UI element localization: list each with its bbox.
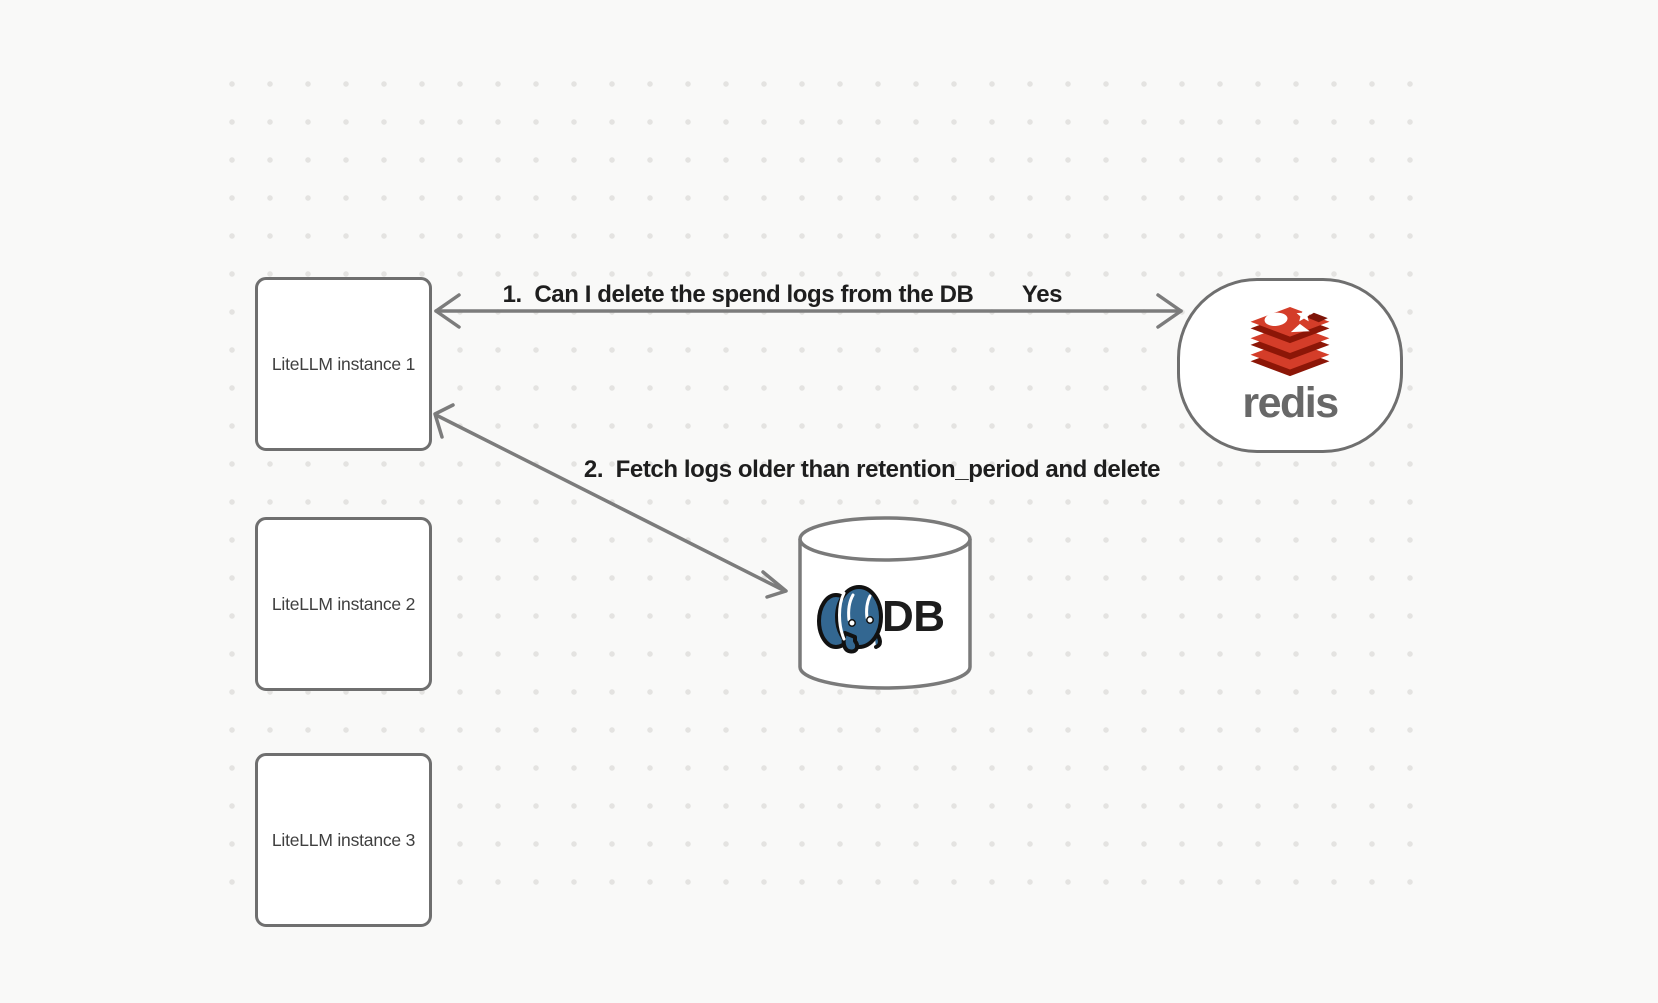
- litellm-instance-2-label: LiteLLM instance 2: [271, 593, 416, 614]
- cylinder-shape: [798, 516, 972, 690]
- arrow-1-response-label[interactable]: Yes: [1021, 281, 1063, 308]
- arrow-2-label[interactable]: 2. Fetch logs older than retention_perio…: [583, 456, 1161, 483]
- redis-node[interactable]: redis: [1177, 278, 1403, 453]
- litellm-instance-1-box[interactable]: LiteLLM instance 1: [255, 277, 432, 451]
- litellm-instance-3-label: LiteLLM instance 3: [271, 829, 416, 850]
- redis-logo-icon: [1250, 306, 1330, 376]
- postgresql-icon: [817, 585, 883, 654]
- litellm-instance-3-box[interactable]: LiteLLM instance 3: [255, 753, 432, 927]
- db-cylinder[interactable]: DB: [798, 515, 972, 692]
- litellm-instance-2-box[interactable]: LiteLLM instance 2: [255, 517, 432, 691]
- db-label: DB: [882, 592, 945, 641]
- redis-wordmark: redis: [1242, 378, 1339, 427]
- arrow-1-label[interactable]: 1. Can I delete the spend logs from the …: [502, 281, 974, 308]
- litellm-instance-1-label: LiteLLM instance 1: [271, 353, 416, 374]
